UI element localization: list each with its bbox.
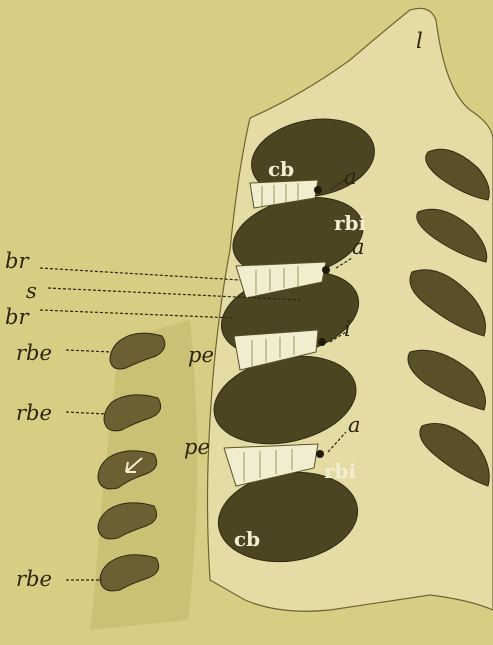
label-pe-1: pe	[188, 343, 214, 367]
label-rbe-3: rbe	[16, 567, 52, 591]
label-i: i	[344, 317, 351, 341]
label-cb-2: cb	[254, 335, 280, 359]
label-br-2: br	[5, 305, 30, 329]
label-br-1: br	[5, 249, 30, 273]
label-rbi-1: rbi	[334, 211, 367, 235]
label-pe-2: pe	[184, 435, 210, 459]
label-a-3: a	[348, 413, 361, 437]
label-a-1: a	[344, 165, 357, 189]
label-rbe-1: rbe	[16, 341, 52, 365]
label-cb-1: cb	[268, 157, 294, 181]
label-l: l	[416, 29, 423, 53]
label-cb-3: cb	[234, 527, 260, 551]
label-s: s	[26, 279, 37, 303]
label-rbi-2: rbi	[324, 459, 357, 483]
label-rbe-2: rbe	[16, 401, 52, 425]
label-a-2: a	[352, 235, 365, 259]
